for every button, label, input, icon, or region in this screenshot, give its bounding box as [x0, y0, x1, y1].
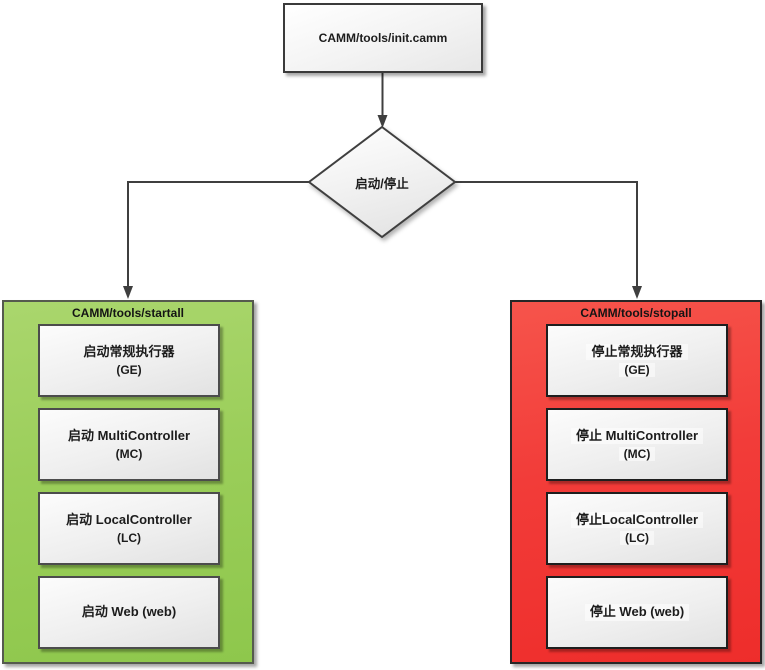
step-start-web: 启动 Web (web) [38, 576, 220, 649]
step-stop-lc: 停止LocalController (LC) [546, 492, 728, 565]
arrowhead-into-decision [377, 115, 388, 128]
step-label: 启动 Web (web) [81, 604, 177, 620]
step-sublabel: (MC) [618, 446, 656, 462]
step-stop-mc: 停止 MultiController (MC) [546, 408, 728, 481]
step-start-ge: 启动常规执行器 (GE) [38, 324, 220, 397]
step-label: 启动 LocalController [66, 511, 192, 527]
stopall-title: CAMM/tools/stopall [580, 306, 692, 320]
step-sublabel: (GE) [116, 362, 142, 377]
step-sublabel: (LC) [620, 530, 654, 546]
arrowhead-into-stopall [632, 286, 642, 299]
init-node: CAMM/tools/init.camm [283, 3, 483, 73]
step-start-lc: 启动 LocalController (LC) [38, 492, 220, 565]
step-start-mc: 启动 MultiController (MC) [38, 408, 220, 481]
edge-decision-to-stopall [454, 181, 638, 287]
step-label: 启动常规执行器 [83, 343, 175, 359]
init-node-label: CAMM/tools/init.camm [318, 31, 448, 45]
decision-diamond-shape [307, 125, 457, 239]
step-label: 停止LocalController [570, 511, 704, 528]
step-sublabel: (GE) [619, 362, 655, 378]
edge-decision-to-startall [127, 181, 310, 287]
step-sublabel: (MC) [115, 446, 143, 461]
step-label: 停止常规执行器 [586, 343, 688, 360]
step-label: 停止 MultiController [570, 427, 704, 444]
step-stop-ge: 停止常规执行器 (GE) [546, 324, 728, 397]
startall-title: CAMM/tools/startall [71, 306, 184, 320]
step-stop-web: 停止 Web (web) [546, 576, 728, 649]
step-sublabel: (LC) [117, 530, 141, 545]
arrowhead-into-startall [123, 286, 133, 299]
decision-node: 启动/停止 [309, 127, 455, 237]
startall-container: CAMM/tools/startall 启动常规执行器 (GE) 启动 Mult… [2, 300, 254, 664]
step-label: 启动 MultiController [67, 427, 191, 443]
stopall-container: CAMM/tools/stopall 停止常规执行器 (GE) 停止 Multi… [510, 300, 762, 664]
decision-node-label: 启动/停止 [355, 176, 409, 191]
step-label: 停止 Web (web) [584, 604, 690, 621]
